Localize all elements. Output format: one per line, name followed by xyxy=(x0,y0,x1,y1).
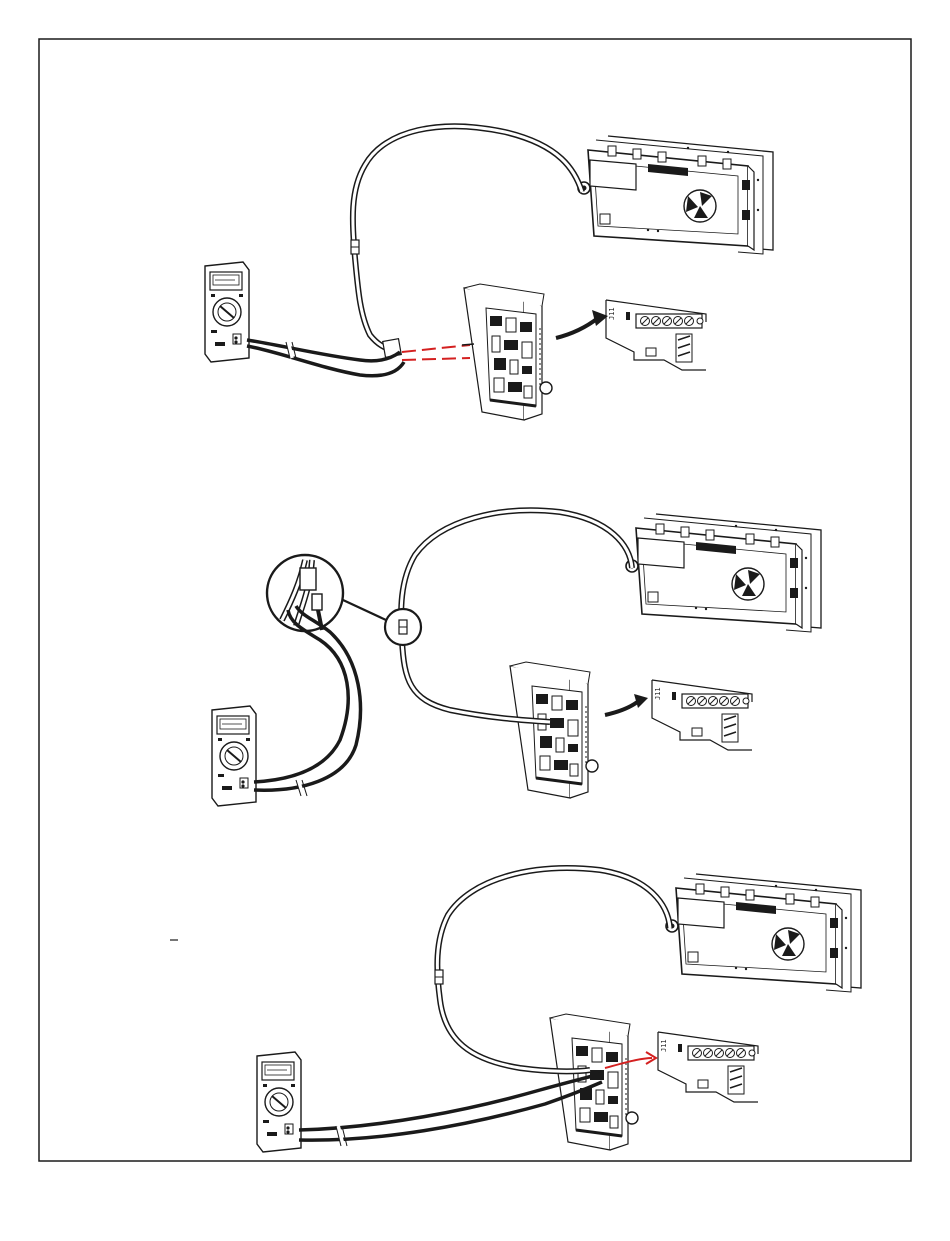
callout-arrow xyxy=(605,700,640,715)
callout-arrow xyxy=(556,318,598,338)
panel-bottom xyxy=(170,868,861,1152)
panel-middle xyxy=(212,510,821,806)
probe-lead-red xyxy=(402,345,470,352)
display-board xyxy=(578,136,773,254)
display-board xyxy=(666,874,861,992)
pin-detail xyxy=(606,300,706,370)
panel-top xyxy=(205,126,773,420)
display-board xyxy=(626,514,821,632)
pin-detail xyxy=(652,680,752,750)
control-board xyxy=(464,284,552,420)
connector xyxy=(435,970,443,984)
multimeter xyxy=(212,706,256,806)
harness-wire xyxy=(353,126,582,350)
control-board xyxy=(510,662,598,798)
connector xyxy=(351,240,359,254)
pin-detail xyxy=(658,1032,758,1102)
multimeter xyxy=(205,262,249,362)
multimeter xyxy=(257,1052,301,1152)
